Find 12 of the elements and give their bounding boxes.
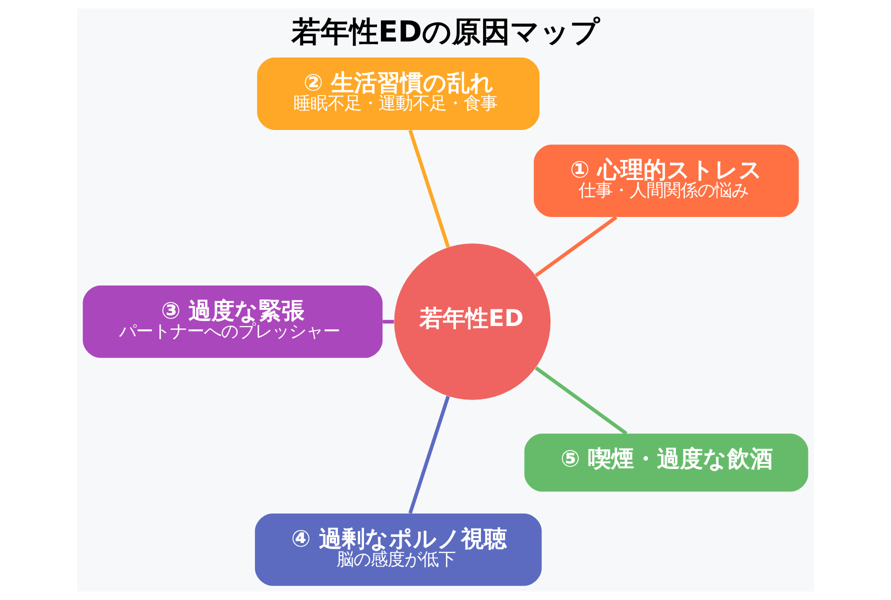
connector <box>534 216 618 278</box>
diagram-title: 若年性EDの原因マップ <box>291 14 600 49</box>
node-circle: 若年性ED <box>394 244 551 400</box>
connector <box>382 320 394 324</box>
connector <box>408 396 450 514</box>
node-box: ⑤ 喫煙・過度な飲酒 <box>524 434 808 492</box>
node-box: ④ 過剰なポルノ視聴 脳の感度が低下 <box>254 513 542 586</box>
node-box: ② 生活習慣の乱れ 睡眠不足・運動不足・食事 <box>257 58 540 130</box>
node-box: ① 心理的ストレス 仕事・人間関係の悩み <box>534 144 799 218</box>
connector <box>534 366 628 436</box>
connector <box>408 130 450 248</box>
node-box: ③ 過度な緊張 パートナーへのプレッシャー <box>82 286 383 358</box>
